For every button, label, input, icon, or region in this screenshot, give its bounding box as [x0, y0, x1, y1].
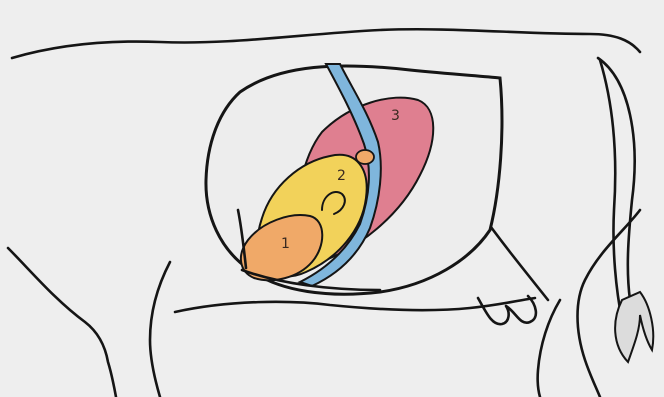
- organ-2-label: 2: [337, 168, 346, 184]
- organ-1-label: 1: [281, 236, 290, 252]
- organ-2-bud: [356, 150, 374, 164]
- organ-3-label: 3: [391, 108, 400, 124]
